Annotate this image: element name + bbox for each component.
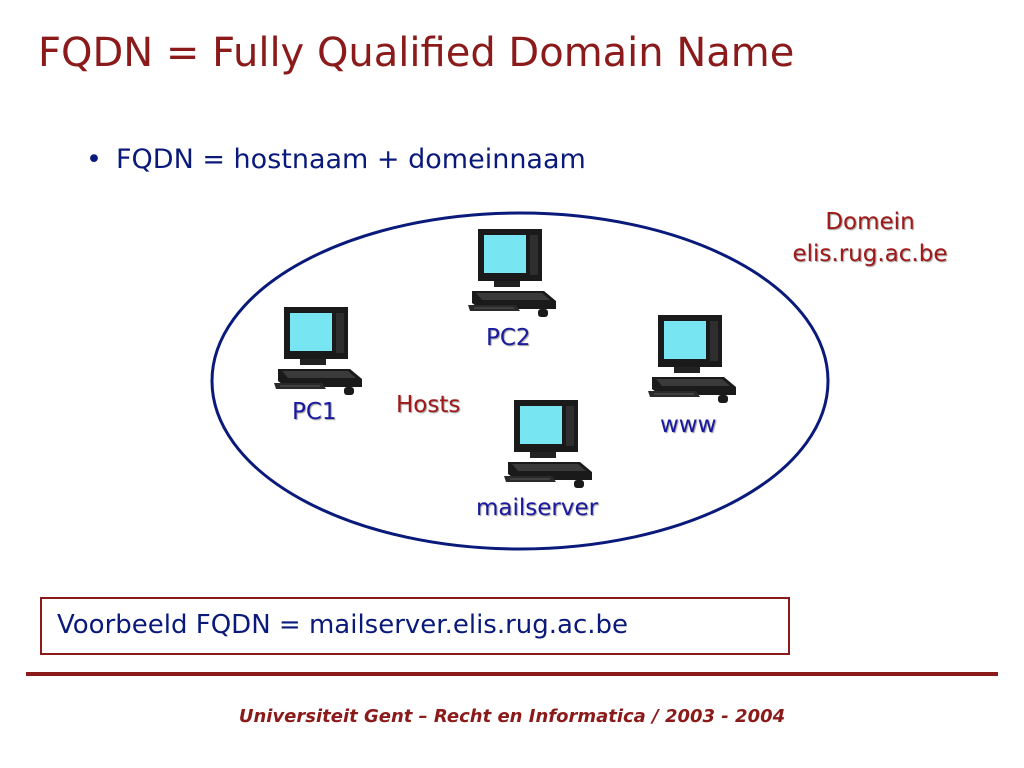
footer-text: Universiteit Gent – Recht en Informatica…: [238, 706, 786, 727]
example-text: Voorbeeld FQDN = mailserver.elis.rug.ac.…: [57, 610, 628, 640]
host-label-pc2: PC2: [486, 325, 531, 351]
example-prefix: Voorbeeld FQDN =: [57, 610, 309, 640]
pc2-computer-icon: [467, 228, 557, 318]
bullet-marker: •: [86, 144, 102, 175]
example-value: mailserver.elis.rug.ac.be: [308, 610, 629, 640]
slide-title: FQDN = Fully Qualified Domain Name: [38, 30, 795, 76]
www-computer-icon: [647, 314, 737, 404]
domain-label-name: elis.rug.ac.be: [792, 241, 948, 267]
mailserver-computer-icon: [503, 399, 593, 489]
domain-label-word: Domein: [825, 209, 915, 235]
host-label-mailserver: mailserver: [476, 495, 599, 521]
footer-divider: [26, 672, 998, 676]
host-label-pc1: PC1: [292, 399, 337, 425]
bullet-text: FQDN = hostnaam + domeinnaam: [116, 144, 586, 175]
host-label-www: www: [660, 412, 717, 438]
pc1-computer-icon: [273, 306, 363, 396]
bullet-item: • FQDN = hostnaam + domeinnaam: [86, 144, 586, 175]
domain-label: Domein elis.rug.ac.be: [770, 206, 970, 270]
hosts-label: Hosts: [396, 392, 461, 418]
domain-ellipse: [210, 211, 830, 551]
example-box: Voorbeeld FQDN = mailserver.elis.rug.ac.…: [40, 597, 790, 655]
